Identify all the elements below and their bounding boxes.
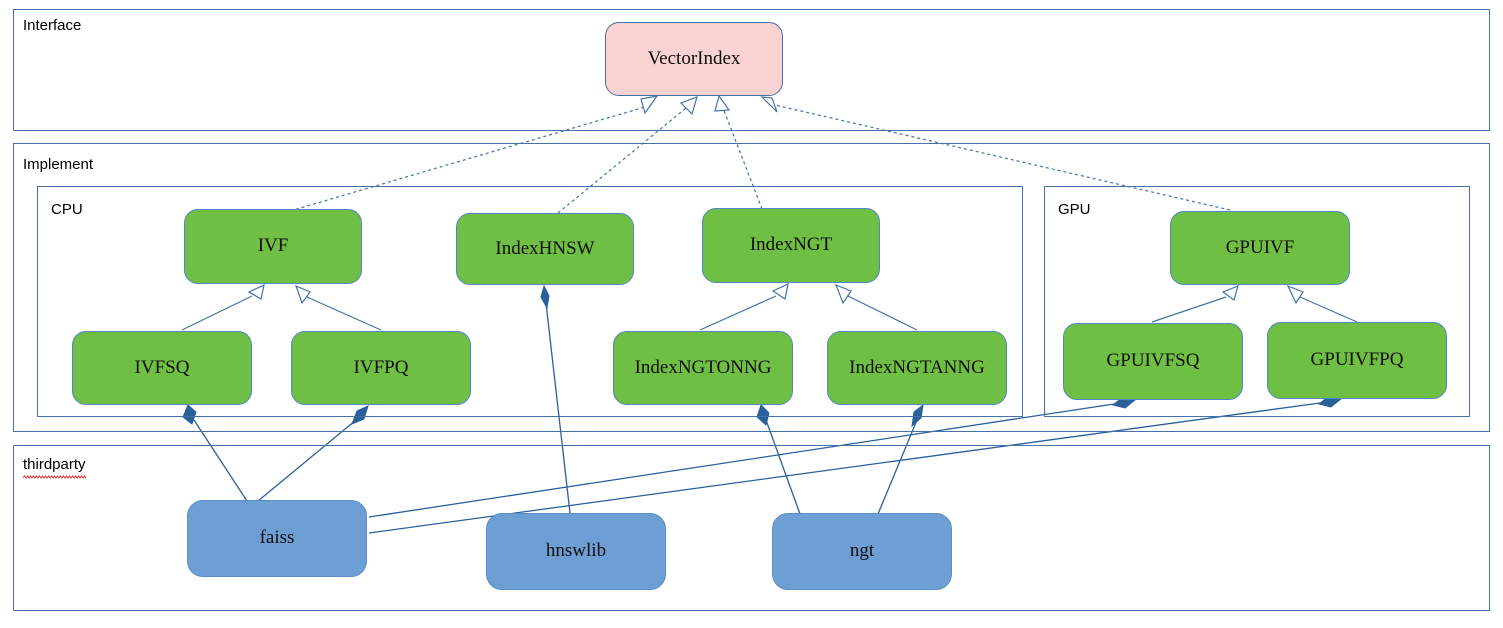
group-implement-label: Implement — [23, 156, 94, 173]
group-implement — [13, 143, 1490, 432]
node-ngt[interactable]: ngt — [772, 513, 952, 590]
group-cpu-label: CPU — [51, 201, 83, 218]
node-hnswlib[interactable]: hnswlib — [486, 513, 666, 590]
node-indexhnsw[interactable]: IndexHNSW — [456, 213, 634, 285]
group-interface — [13, 9, 1490, 131]
group-cpu — [37, 186, 1023, 417]
node-indexngtonng[interactable]: IndexNGTONNG — [613, 331, 793, 405]
spellcheck-squiggle-icon — [23, 475, 86, 479]
spellcheck-wrapper: thirdparty — [23, 456, 86, 479]
group-gpu — [1044, 186, 1470, 417]
node-indexngt[interactable]: IndexNGT — [702, 208, 880, 283]
node-gpuivf[interactable]: GPUIVF — [1170, 211, 1350, 285]
group-thirdparty-label-text: thirdparty — [23, 456, 86, 473]
group-thirdparty — [13, 445, 1490, 611]
node-ivfsq[interactable]: IVFSQ — [72, 331, 252, 405]
node-gpuivfpq[interactable]: GPUIVFPQ — [1267, 322, 1447, 399]
group-gpu-label: GPU — [1058, 201, 1091, 218]
node-ivf[interactable]: IVF — [184, 209, 362, 284]
node-gpuivfsq[interactable]: GPUIVFSQ — [1063, 323, 1243, 400]
node-indexngtanng[interactable]: IndexNGTANNG — [827, 331, 1007, 405]
group-interface-label: Interface — [23, 17, 82, 34]
group-thirdparty-label: thirdparty — [23, 456, 86, 479]
node-vectorindex[interactable]: VectorIndex — [605, 22, 783, 96]
node-faiss[interactable]: faiss — [187, 500, 367, 577]
node-ivfpq[interactable]: IVFPQ — [291, 331, 471, 405]
